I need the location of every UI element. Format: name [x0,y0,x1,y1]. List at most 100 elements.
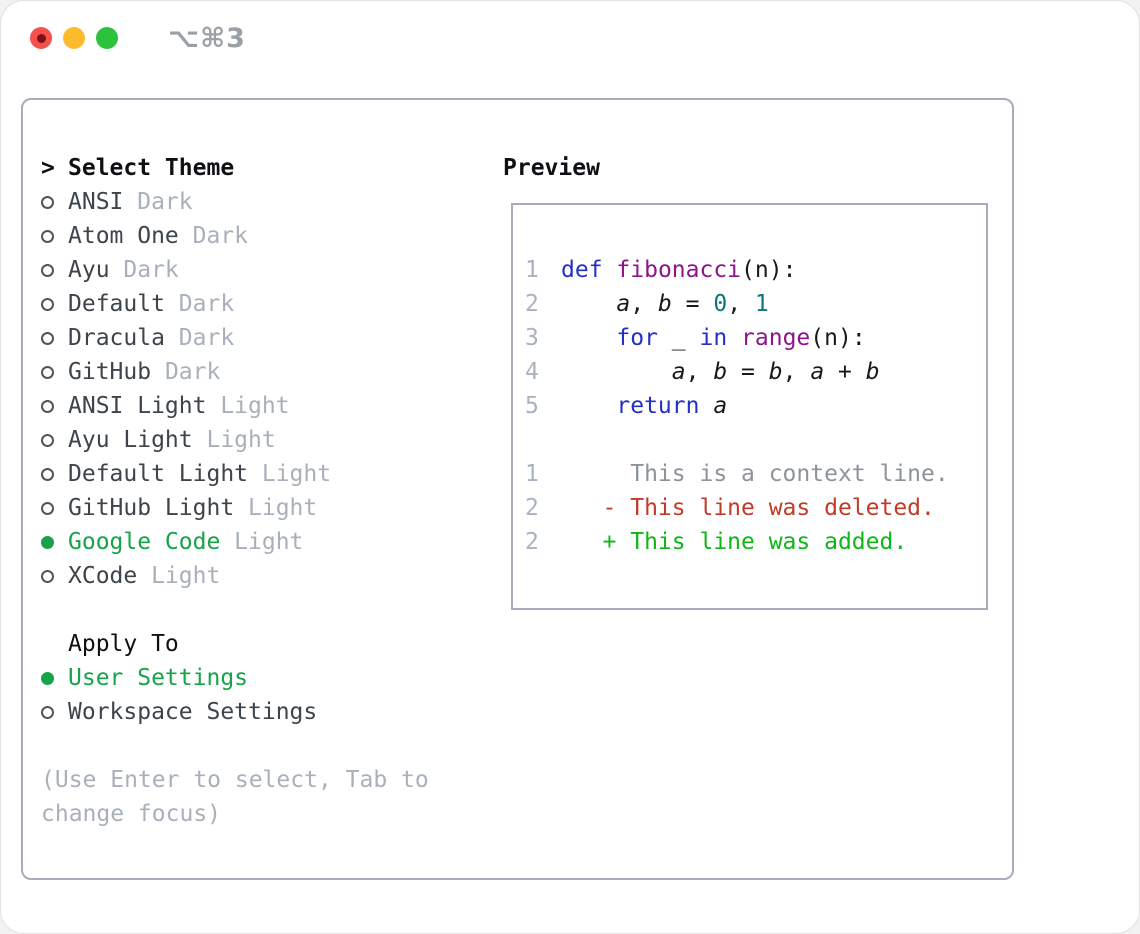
theme-option-default-light[interactable]: Default Light Light [41,457,429,491]
line-number: 5 [525,393,539,419]
option-label: Default [68,291,165,317]
option-label: ANSI Light [68,393,207,419]
code-text: return a [616,393,728,419]
theme-variant-tag: Light [261,461,332,487]
theme-variant-tag: Dark [192,223,249,249]
option-label: Atom One [68,223,179,249]
option-label: GitHub [68,359,152,385]
radio-unselected-icon [41,297,54,311]
apply-option-workspace-settings[interactable]: Workspace Settings [41,695,429,729]
radio-icon [41,297,68,311]
radio-unselected-icon [41,331,54,345]
option-label: Ayu Light [68,427,193,453]
radio-unselected-icon [41,501,54,515]
line-number: 2 [525,495,539,521]
preview-title: Preview [503,155,600,181]
theme-option-default[interactable]: Default Dark [41,287,429,321]
radio-icon [41,467,68,481]
theme-option-github-light[interactable]: GitHub Light Light [41,491,429,525]
radio-icon [41,229,68,243]
diff-text: - This line was deleted. [561,495,935,521]
theme-variant-tag: Light [234,529,304,555]
code-text: for _ in range(n): [616,325,866,351]
theme-list-title: Select Theme [68,155,235,181]
theme-variant-tag: Dark [164,359,221,385]
diff-line-deleted: 2 - This line was deleted. [525,491,986,525]
option-label: Workspace Settings [68,699,318,725]
cursor-arrow-icon: > [41,155,55,181]
theme-option-atom-one[interactable]: Atom One Dark [41,219,429,253]
radio-unselected-icon [41,467,54,481]
theme-variant-tag: Light [248,495,318,521]
radio-unselected-icon [41,263,54,277]
radio-icon [41,569,68,583]
theme-variant-tag: Light [151,563,221,589]
radio-unselected-icon [41,229,54,243]
theme-list-header: > Select Theme [41,151,429,185]
line-number: 3 [525,325,539,351]
theme-option-ayu-light[interactable]: Ayu Light Light [41,423,429,457]
radio-icon [41,705,68,719]
theme-variant-tag: Dark [178,291,235,317]
radio-icon [41,263,68,277]
diff-text: This is a context line. [561,461,949,487]
option-label: XCode [68,563,138,589]
minimize-button[interactable] [63,27,85,49]
radio-icon [41,365,68,379]
line-number: 2 [525,291,539,317]
radio-icon [41,501,68,515]
zoom-button[interactable] [96,27,118,49]
radio-unselected-icon [41,399,54,413]
radio-selected-icon [41,671,54,685]
option-label: Default Light [68,461,249,487]
diff-line-added: 2 + This line was added. [525,525,986,559]
close-dot-icon [36,33,46,43]
radio-unselected-icon [41,705,54,719]
option-label: GitHub Light [68,495,235,521]
theme-option-ayu[interactable]: Ayu Dark [41,253,429,287]
line-number: 1 [525,257,539,283]
code-line: 2 a, b = 0, 1 [525,287,986,321]
code-line: 5 return a [525,389,986,423]
close-button[interactable] [30,27,52,49]
line-number: 2 [525,529,539,555]
line-number: 1 [525,461,539,487]
diff-block: 1 This is a context line. 2 - This line w… [525,457,986,559]
theme-option-github[interactable]: GitHub Dark [41,355,429,389]
code-text: a, b = 0, 1 [616,291,769,317]
radio-icon [41,399,68,413]
radio-icon [41,195,68,209]
apply-to-header: Apply To [41,627,429,661]
code-text: a, b = b, a + b [671,359,880,385]
radio-unselected-icon [41,433,54,447]
radio-unselected-icon [41,365,54,379]
theme-option-xcode[interactable]: XCode Light [41,559,429,593]
line-number: 4 [525,359,539,385]
theme-option-ansi-light[interactable]: ANSI Light Light [41,389,429,423]
option-label: User Settings [68,665,249,691]
help-text: (Use Enter to select, Tab to change focu… [41,767,429,827]
apply-option-user-settings[interactable]: User Settings [41,661,429,695]
option-label: Ayu [68,257,110,283]
theme-variant-tag: Light [220,393,290,419]
traffic-lights [30,27,118,49]
diff-text: + This line was added. [561,529,908,555]
theme-variant-tag: Light [206,427,276,453]
radio-unselected-icon [41,569,54,583]
theme-variant-tag: Dark [123,257,179,283]
radio-icon [41,331,68,345]
radio-icon [41,671,68,685]
keyboard-shortcut-label: ⌥⌘3 [168,23,246,54]
